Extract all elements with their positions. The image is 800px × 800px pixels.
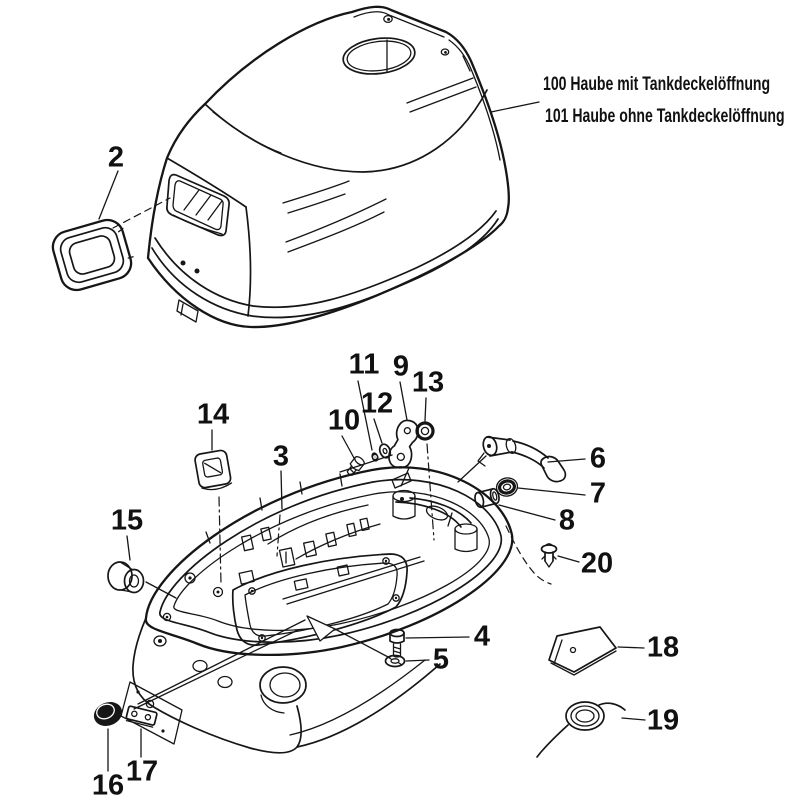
part-callout-6: 6 [589, 442, 607, 475]
alignment-dash-lines [112, 197, 552, 585]
hood-variant-101: 101 Haube ohne Tankdeckelöffnung [545, 106, 785, 127]
part-callout-9: 9 [392, 350, 410, 383]
top-cowl-drawing [146, 5, 510, 329]
part-callout-12: 12 [360, 387, 394, 420]
part-12-washer [378, 443, 392, 459]
part-15-round-grommet [107, 561, 145, 594]
part-callout-13: 13 [411, 366, 445, 399]
interior-wall-line [267, 504, 369, 545]
part-callout-20: 20 [580, 547, 614, 580]
part-callout-18: 18 [646, 631, 680, 664]
bottom-cowl-drawing [120, 466, 514, 754]
part-9-latch-bracket [388, 419, 419, 469]
part-5-washer [384, 654, 406, 668]
front-lower-body [120, 617, 441, 754]
leader-lines [98, 101, 646, 772]
deck-screw-holes [383, 14, 450, 56]
front-screw-dot [194, 268, 200, 274]
rim-notches [205, 473, 453, 544]
part-6-latch-lever [477, 435, 567, 483]
part-callout-7: 7 [589, 477, 607, 510]
part-14-square-grommet [194, 449, 233, 491]
part-17-plate [125, 705, 158, 728]
part-20-push-pin [540, 543, 558, 568]
part-13-ring [415, 421, 435, 441]
part-callout-14: 14 [196, 398, 230, 431]
part-19-spring [536, 701, 626, 758]
floor-edge-line [286, 560, 425, 605]
interior-clips [238, 517, 370, 591]
part-callout-4: 4 [473, 620, 491, 653]
handle-recess [166, 173, 230, 237]
part-8-bushing [474, 487, 500, 509]
part-16-cap [93, 702, 123, 726]
part-callout-10: 10 [327, 404, 361, 437]
hood-variant-100: 100 Haube mit Tankdeckelöffnung [543, 74, 771, 95]
part-callout-16: 16 [91, 769, 125, 800]
tank-cap-opening [342, 37, 416, 75]
floor-edge-line [282, 556, 421, 600]
section-pointer-wedge [133, 615, 391, 710]
part-callout-17: 17 [125, 755, 159, 788]
part-callout-5: 5 [432, 643, 450, 676]
front-screw-dot [180, 260, 186, 266]
part-18-pad [548, 626, 617, 676]
latch-keeper-slot [391, 472, 412, 489]
part-callout-15: 15 [110, 504, 144, 537]
part-callout-3: 3 [272, 440, 290, 473]
carry-handle-arch [392, 489, 478, 553]
part-7-rubber-ring [495, 477, 519, 497]
interior-wall-line [295, 523, 381, 560]
part-11-hole [373, 455, 377, 459]
front-tab [176, 299, 199, 323]
part-4-bolt [389, 628, 405, 658]
seal-part-drawing [51, 218, 134, 292]
part-callout-8: 8 [558, 504, 576, 537]
part-callout-19: 19 [646, 704, 680, 737]
part-callout-11: 11 [348, 348, 380, 381]
part-callout-2: 2 [107, 141, 125, 174]
screw-bosses [162, 572, 224, 622]
